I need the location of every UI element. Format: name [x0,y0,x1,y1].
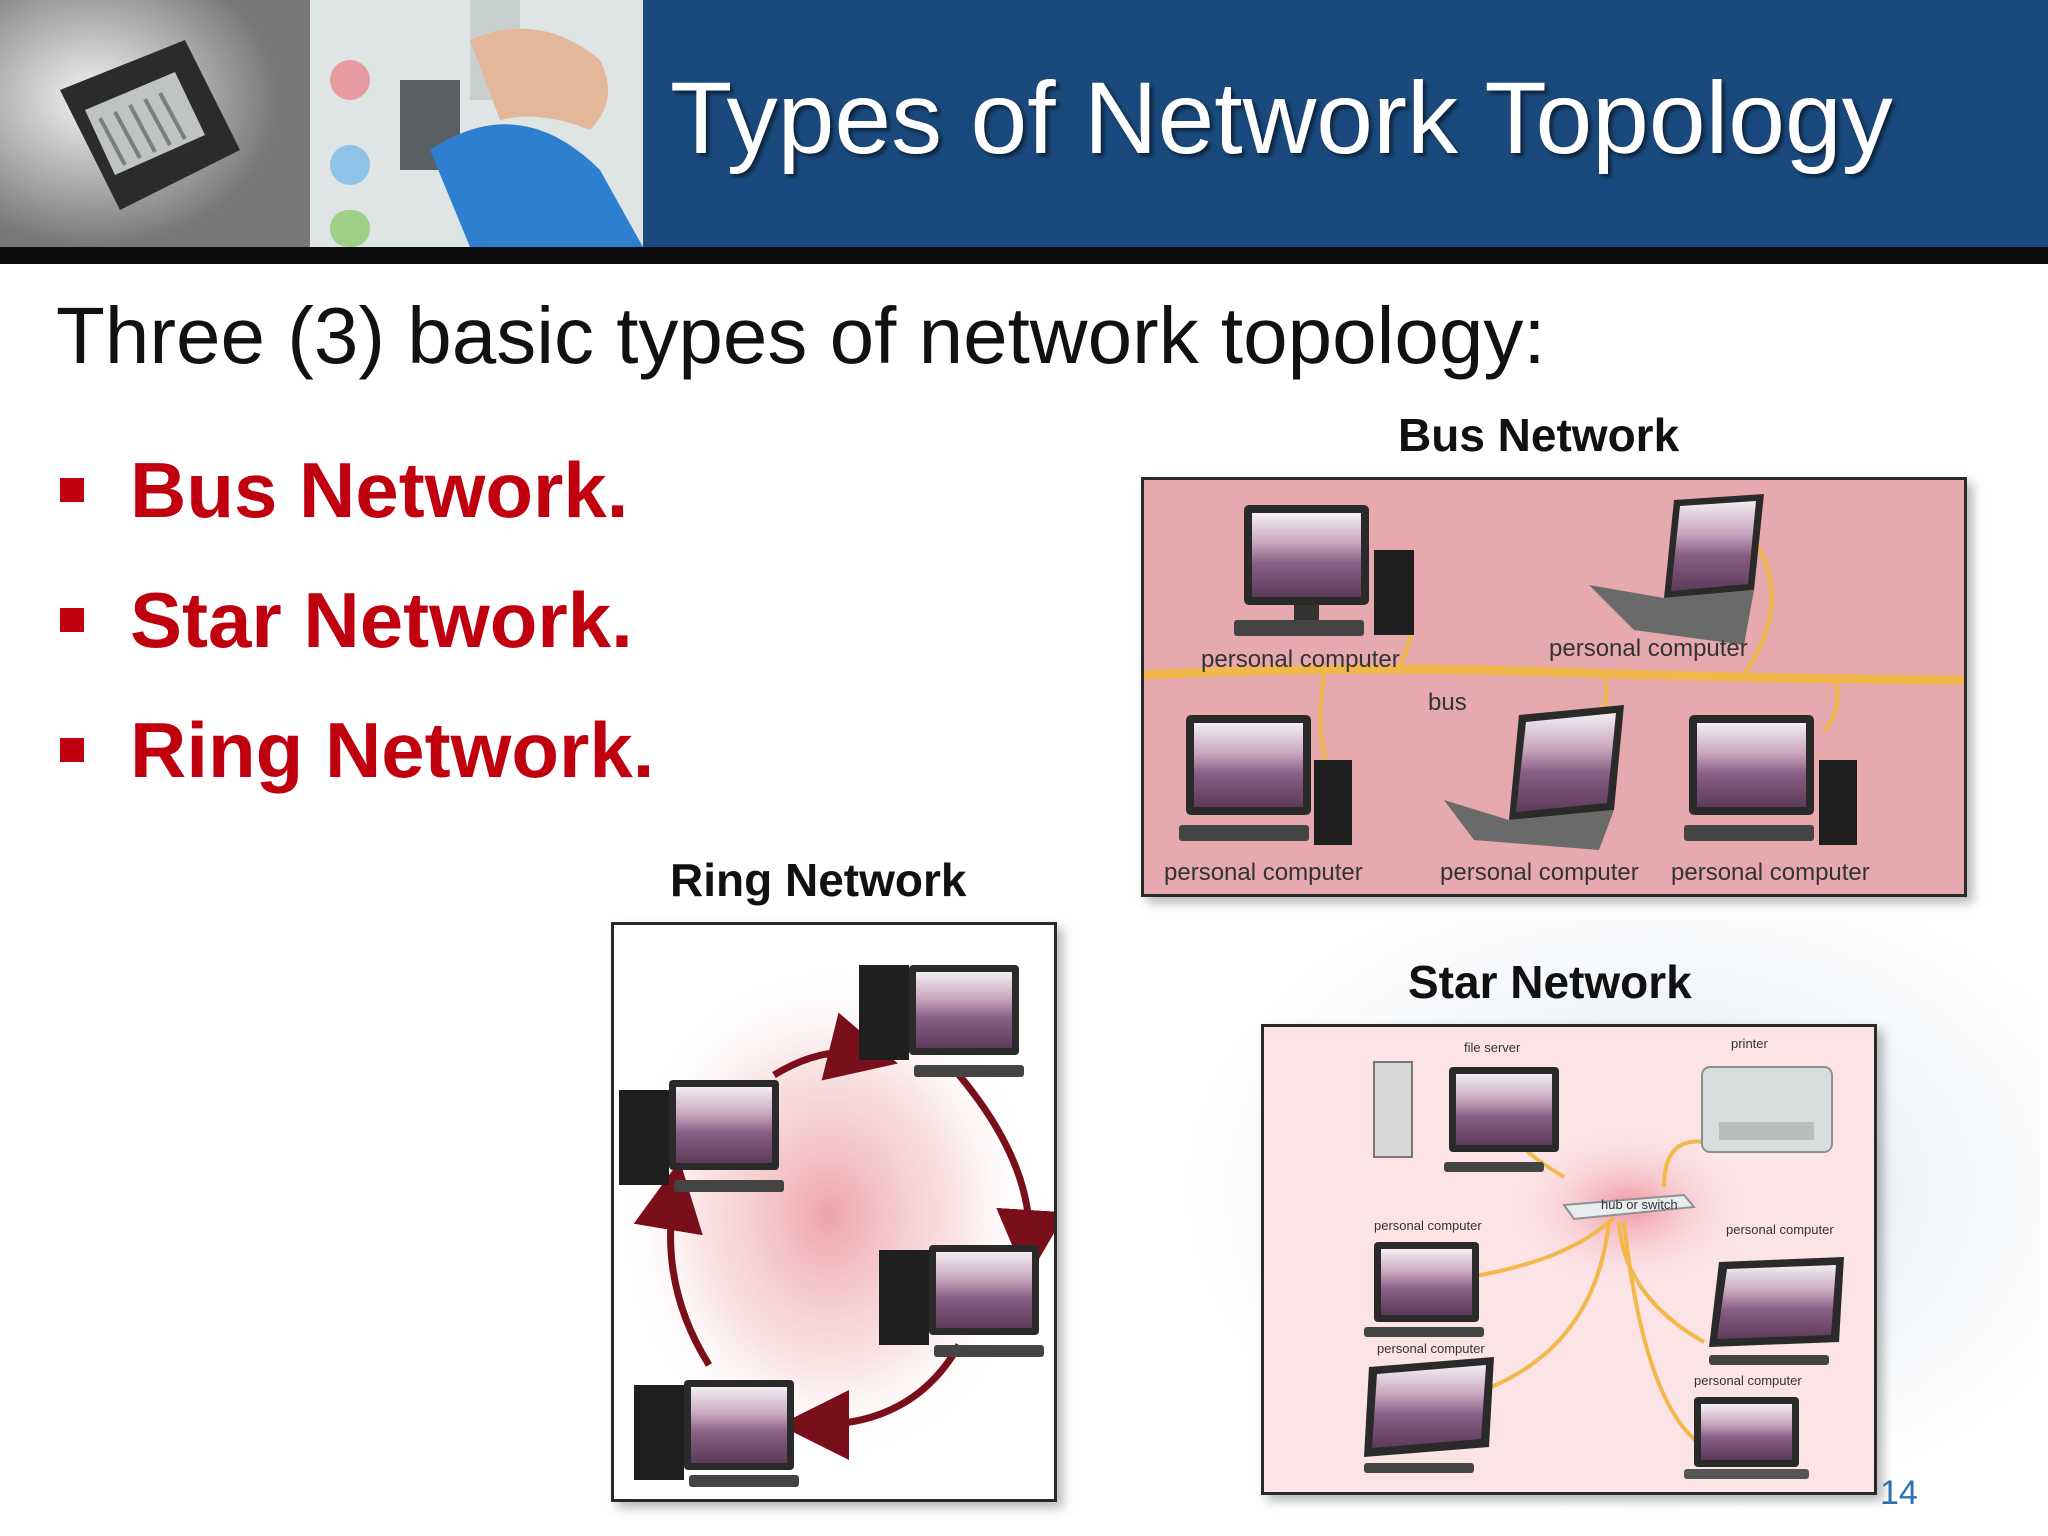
hub-switch-icon [1562,1193,1696,1221]
star-network-diagram: file server printer hub or switch person… [1261,1024,1877,1495]
laptop-computer-icon [1444,705,1624,850]
printer-icon [1701,1066,1833,1153]
intro-text: Three (3) basic types of network topolog… [56,291,1546,380]
desktop-computer-icon [634,1380,799,1487]
star-device-label: personal computer [1694,1373,1802,1388]
topology-bullet-list: Bus Network. Star Network. Ring Network. [60,425,654,815]
file-server-icon [1373,1061,1559,1172]
star-device-label: printer [1731,1036,1769,1051]
header-divider [0,247,2048,264]
bullet-label: Star Network. [130,575,633,664]
ring-network-diagram [611,922,1057,1502]
desktop-computer-icon [1234,505,1414,636]
bullet-label: Ring Network. [130,705,655,794]
star-device-label: personal computer [1726,1222,1834,1237]
bullet-item: Bus Network. [60,425,654,555]
bus-device-label: personal computer [1201,646,1400,673]
ethernet-plug-illustration [0,0,643,247]
desktop-computer-icon [859,965,1024,1077]
star-device-label: personal computer [1377,1341,1485,1356]
desktop-computer-icon [1684,715,1857,845]
star-network-caption: Star Network [1408,956,1692,1008]
laptop-computer-icon [1589,494,1764,645]
page-number: 14 [1880,1474,1918,1512]
bus-device-label: personal computer [1549,635,1748,662]
bullet-square-icon [60,478,84,502]
personal-computer-icon [1709,1257,1844,1365]
header-bar [643,0,2048,247]
bus-device-label: personal computer [1671,859,1870,886]
personal-computer-icon [1364,1242,1484,1337]
desktop-computer-icon [619,1080,784,1192]
bullet-item: Ring Network. [60,685,654,815]
star-device-label: personal computer [1374,1218,1482,1233]
bullet-square-icon [60,608,84,632]
bullet-item: Star Network. [60,555,654,685]
desktop-computer-icon [879,1245,1044,1357]
personal-computer-icon [1364,1357,1494,1473]
bus-network-diagram: personal computer personal computer bus … [1141,477,1967,897]
bus-device-label: personal computer [1164,859,1363,886]
bus-network-caption: Bus Network [1398,409,1680,461]
header-photo-ethernet-cable [0,0,643,247]
bus-device-label: personal computer [1440,859,1639,886]
personal-computer-icon [1684,1397,1809,1479]
star-device-label: file server [1464,1040,1521,1055]
slide-title: Types of Network Topology [670,61,1893,175]
bullet-square-icon [60,738,84,762]
hub-label: hub or switch [1601,1197,1678,1212]
bus-cable-label: bus [1428,689,1467,716]
ring-network-caption: Ring Network [670,854,967,906]
desktop-computer-icon [1179,715,1352,845]
bullet-label: Bus Network. [130,445,629,534]
